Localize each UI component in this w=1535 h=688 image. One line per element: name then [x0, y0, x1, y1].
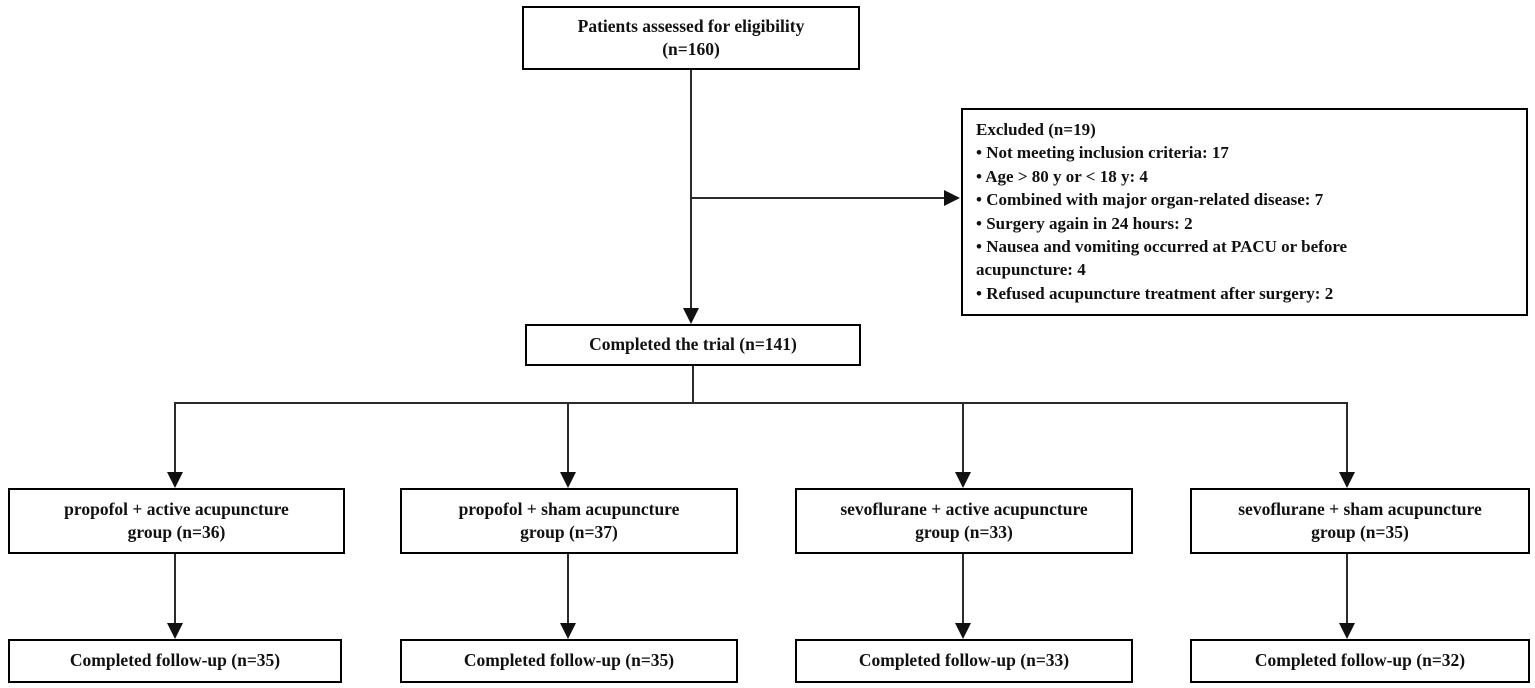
connector-to-followup-2	[567, 554, 569, 623]
followup-4-label: Completed follow-up (n=32)	[1254, 650, 1466, 671]
followup-3-label: Completed follow-up (n=33)	[858, 650, 1070, 671]
connector-to-group-2	[567, 402, 569, 472]
eligibility-box: Patients assessed for eligibility (n=160…	[522, 6, 860, 70]
connector-to-followup-4	[1346, 554, 1348, 623]
connector-trial-stub	[692, 366, 694, 403]
group-3-line1: sevoflurane + active acupuncture	[840, 498, 1088, 519]
connector-to-followup-3	[962, 554, 964, 623]
group-box-3: sevoflurane + active acupuncture group (…	[795, 488, 1133, 554]
group-1-line1: propofol + active acupuncture	[64, 498, 289, 519]
group-3-line2: group (n=33)	[915, 522, 1013, 542]
connector-to-group-1	[174, 402, 176, 472]
group-box-4: sevoflurane + sham acupuncture group (n=…	[1190, 488, 1530, 554]
arrowhead-followup-4-icon	[1339, 623, 1355, 639]
arrowhead-to-trial-icon	[683, 308, 699, 324]
followup-box-3: Completed follow-up (n=33)	[795, 639, 1133, 683]
excluded-title: Excluded (n=19)	[976, 120, 1096, 139]
trial-label: Completed the trial (n=141)	[589, 334, 797, 355]
followup-2-label: Completed follow-up (n=35)	[463, 650, 675, 671]
connector-to-followup-1	[174, 554, 176, 623]
group-box-1: propofol + active acupuncture group (n=3…	[8, 488, 345, 554]
arrowhead-followup-1-icon	[167, 623, 183, 639]
branch-line	[174, 402, 1348, 404]
arrowhead-followup-2-icon	[560, 623, 576, 639]
connector-to-group-4	[1346, 402, 1348, 472]
eligibility-line1: Patients assessed for eligibility	[577, 15, 805, 36]
arrowhead-group-4-icon	[1339, 472, 1355, 488]
arrowhead-group-1-icon	[167, 472, 183, 488]
connector-to-excluded	[691, 197, 945, 199]
group-4-line1: sevoflurane + sham acupuncture	[1238, 498, 1482, 519]
arrowhead-followup-3-icon	[955, 623, 971, 639]
group-2-line1: propofol + sham acupuncture	[458, 498, 680, 519]
followup-box-1: Completed follow-up (n=35)	[8, 639, 342, 683]
connector-eligibility-to-trial	[690, 70, 692, 308]
excluded-item: • Age > 80 y or < 18 y: 4	[976, 166, 1148, 186]
arrowhead-group-3-icon	[955, 472, 971, 488]
excluded-box: Excluded (n=19) • Not meeting inclusion …	[961, 108, 1528, 316]
trial-box: Completed the trial (n=141)	[525, 324, 861, 366]
group-2-line2: group (n=37)	[520, 522, 618, 542]
group-box-2: propofol + sham acupuncture group (n=37)	[400, 488, 738, 554]
arrowhead-to-excluded-icon	[944, 190, 960, 206]
eligibility-line2: (n=160)	[662, 39, 720, 59]
group-4-line2: group (n=35)	[1311, 522, 1409, 542]
arrowhead-group-2-icon	[560, 472, 576, 488]
excluded-item: • Refused acupuncture treatment after su…	[976, 283, 1334, 303]
followup-box-2: Completed follow-up (n=35)	[400, 639, 738, 683]
followup-box-4: Completed follow-up (n=32)	[1190, 639, 1530, 683]
connector-to-group-3	[962, 402, 964, 472]
excluded-item: • Nausea and vomiting occurred at PACU o…	[976, 237, 1348, 280]
excluded-item: • Not meeting inclusion criteria: 17	[976, 143, 1229, 163]
group-1-line2: group (n=36)	[127, 522, 226, 542]
excluded-item: • Combined with major organ-related dise…	[976, 190, 1324, 210]
excluded-item: • Surgery again in 24 hours: 2	[976, 213, 1193, 233]
excluded-items: • Not meeting inclusion criteria: 17 • A…	[976, 141, 1513, 305]
followup-1-label: Completed follow-up (n=35)	[69, 650, 281, 671]
